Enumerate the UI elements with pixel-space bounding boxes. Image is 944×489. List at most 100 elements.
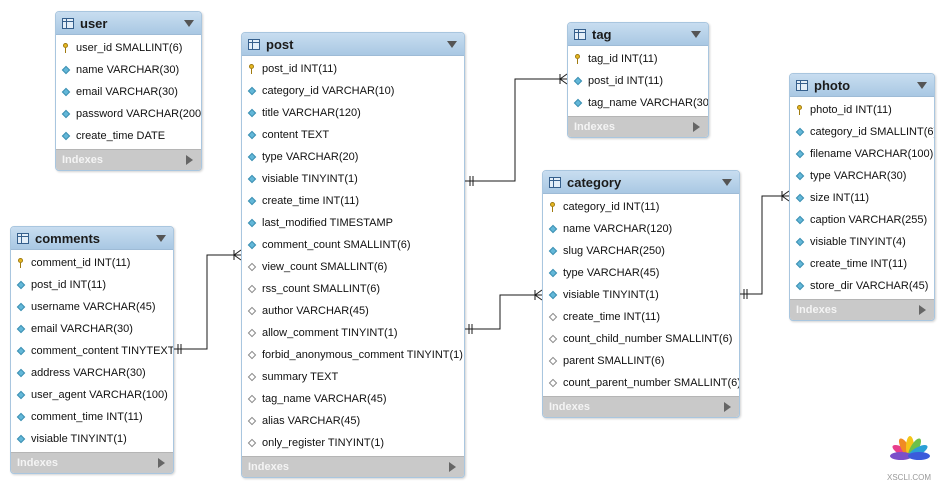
column-row[interactable]: comment_count SMALLINT(6)	[242, 234, 464, 256]
column-row[interactable]: password VARCHAR(200)	[56, 103, 201, 125]
column-row[interactable]: username VARCHAR(45)	[11, 296, 173, 318]
column-row[interactable]: tag_id INT(11)	[568, 48, 708, 70]
column-row[interactable]: alias VARCHAR(45)	[242, 410, 464, 432]
indexes-label: Indexes	[62, 154, 103, 166]
column-row[interactable]: type VARCHAR(45)	[543, 262, 739, 284]
column-row[interactable]: email VARCHAR(30)	[56, 81, 201, 103]
table-header[interactable]: category	[543, 171, 739, 194]
column-row[interactable]: tag_name VARCHAR(30)	[568, 92, 708, 114]
indexes-section[interactable]: Indexes	[543, 396, 739, 417]
column-row[interactable]: create_time INT(11)	[242, 190, 464, 212]
column-row[interactable]: count_parent_number SMALLINT(6)	[543, 372, 739, 394]
column-row[interactable]: content TEXT	[242, 124, 464, 146]
expand-arrow-icon[interactable]	[449, 462, 456, 472]
table-header[interactable]: tag	[568, 23, 708, 46]
column-row[interactable]: post_id INT(11)	[242, 58, 464, 80]
column-row[interactable]: category_id SMALLINT(6)	[790, 121, 934, 143]
table-header[interactable]: post	[242, 33, 464, 56]
column-row[interactable]: filename VARCHAR(100)	[790, 143, 934, 165]
collapse-arrow-icon[interactable]	[184, 20, 194, 27]
table-header[interactable]: user	[56, 12, 201, 35]
column-row[interactable]: comment_time INT(11)	[11, 406, 173, 428]
collapse-arrow-icon[interactable]	[917, 82, 927, 89]
column-row[interactable]: summary TEXT	[242, 366, 464, 388]
column-row[interactable]: tag_name VARCHAR(45)	[242, 388, 464, 410]
collapse-arrow-icon[interactable]	[447, 41, 457, 48]
collapse-arrow-icon[interactable]	[156, 235, 166, 242]
column-row[interactable]: allow_comment TINYINT(1)	[242, 322, 464, 344]
indexes-section[interactable]: Indexes	[790, 299, 934, 320]
column-row[interactable]: post_id INT(11)	[11, 274, 173, 296]
column-row[interactable]: address VARCHAR(30)	[11, 362, 173, 384]
column-row[interactable]: store_dir VARCHAR(45)	[790, 275, 934, 297]
column-row[interactable]: visiable TINYINT(4)	[790, 231, 934, 253]
column-row[interactable]: create_time INT(11)	[790, 253, 934, 275]
column-row[interactable]: only_register TINYINT(1)	[242, 432, 464, 454]
indexes-section[interactable]: Indexes	[11, 452, 173, 473]
table-header[interactable]: photo	[790, 74, 934, 97]
column-row[interactable]: photo_id INT(11)	[790, 99, 934, 121]
column-row[interactable]: comment_content TINYTEXT	[11, 340, 173, 362]
column-row[interactable]: rss_count SMALLINT(6)	[242, 278, 464, 300]
column-row[interactable]: post_id INT(11)	[568, 70, 708, 92]
column-row[interactable]: type VARCHAR(20)	[242, 146, 464, 168]
table-tag[interactable]: tag tag_id INT(11) post_id INT(11)tag_name…	[567, 22, 709, 138]
not-null-column-icon	[548, 246, 558, 256]
column-row[interactable]: name VARCHAR(30)	[56, 59, 201, 81]
column-row[interactable]: type VARCHAR(30)	[790, 165, 934, 187]
column-row[interactable]: user_id SMALLINT(6)	[56, 37, 201, 59]
column-label: tag_id INT(11)	[588, 53, 658, 65]
not-null-column-icon	[548, 290, 558, 300]
not-null-column-icon	[247, 86, 257, 96]
column-row[interactable]: comment_id INT(11)	[11, 252, 173, 274]
column-row[interactable]: caption VARCHAR(255)	[790, 209, 934, 231]
column-row[interactable]: author VARCHAR(45)	[242, 300, 464, 322]
column-row[interactable]: size INT(11)	[790, 187, 934, 209]
column-row[interactable]: slug VARCHAR(250)	[543, 240, 739, 262]
column-label: password VARCHAR(200)	[76, 108, 202, 120]
watermark-text: XSCLI.COM	[887, 473, 931, 482]
column-row[interactable]: forbid_anonymous_comment TINYINT(1)	[242, 344, 464, 366]
column-label: name VARCHAR(120)	[563, 223, 673, 235]
nullable-column-icon	[548, 356, 558, 366]
column-row[interactable]: visiable TINYINT(1)	[11, 428, 173, 450]
column-row[interactable]: visiable TINYINT(1)	[543, 284, 739, 306]
nullable-column-icon	[247, 416, 257, 426]
column-row[interactable]: email VARCHAR(30)	[11, 318, 173, 340]
column-row[interactable]: title VARCHAR(120)	[242, 102, 464, 124]
column-row[interactable]: category_id INT(11)	[543, 196, 739, 218]
not-null-column-icon	[548, 224, 558, 234]
expand-arrow-icon[interactable]	[724, 402, 731, 412]
expand-arrow-icon[interactable]	[186, 155, 193, 165]
column-row[interactable]: view_count SMALLINT(6)	[242, 256, 464, 278]
collapse-arrow-icon[interactable]	[722, 179, 732, 186]
column-row[interactable]: last_modified TIMESTAMP	[242, 212, 464, 234]
expand-arrow-icon[interactable]	[693, 122, 700, 132]
table-header[interactable]: comments	[11, 227, 173, 250]
column-row[interactable]: visiable TINYINT(1)	[242, 168, 464, 190]
expand-arrow-icon[interactable]	[919, 305, 926, 315]
indexes-section[interactable]: Indexes	[56, 149, 201, 170]
column-row[interactable]: count_child_number SMALLINT(6)	[543, 328, 739, 350]
column-row[interactable]: create_time DATE	[56, 125, 201, 147]
not-null-column-icon	[795, 237, 805, 247]
column-row[interactable]: user_agent VARCHAR(100)	[11, 384, 173, 406]
column-row[interactable]: create_time INT(11)	[543, 306, 739, 328]
indexes-section[interactable]: Indexes	[568, 116, 708, 137]
column-label: type VARCHAR(30)	[810, 170, 907, 182]
collapse-arrow-icon[interactable]	[691, 31, 701, 38]
indexes-section[interactable]: Indexes	[242, 456, 464, 477]
primary-key-icon	[573, 54, 583, 64]
column-row[interactable]: name VARCHAR(120)	[543, 218, 739, 240]
column-row[interactable]: category_id VARCHAR(10)	[242, 80, 464, 102]
column-row[interactable]: parent SMALLINT(6)	[543, 350, 739, 372]
not-null-column-icon	[16, 302, 26, 312]
expand-arrow-icon[interactable]	[158, 458, 165, 468]
column-label: email VARCHAR(30)	[76, 86, 178, 98]
